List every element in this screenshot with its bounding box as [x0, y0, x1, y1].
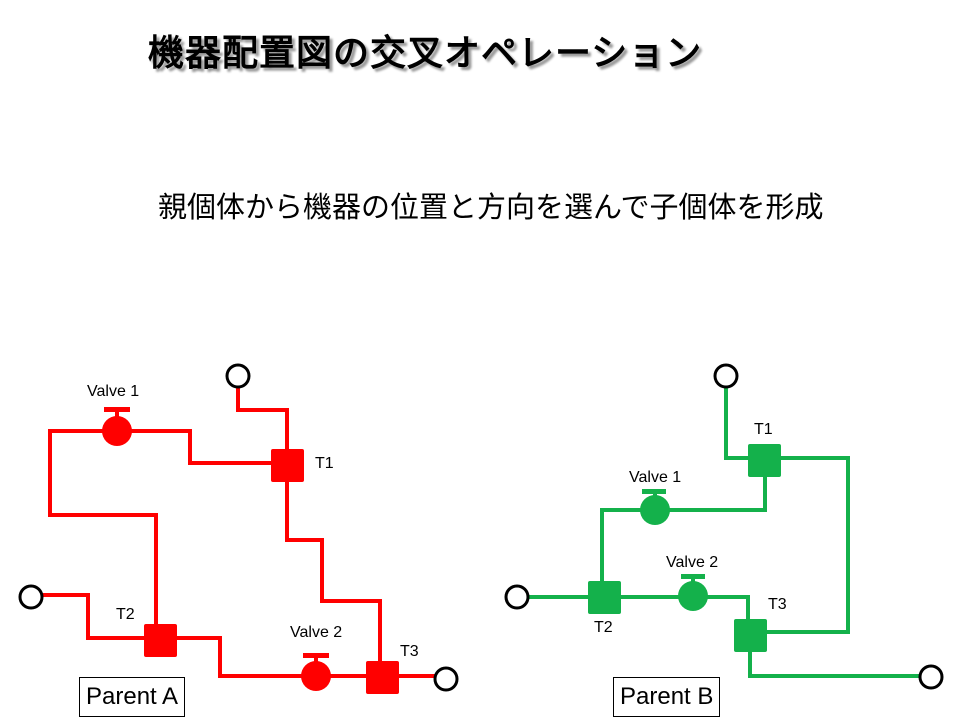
tee-t2-label: T2 — [116, 606, 135, 623]
pipe-t3-to-terminal-right — [748, 635, 920, 678]
tee-t3-label: T3 — [768, 596, 787, 613]
parent-b-label: Parent B — [613, 677, 721, 717]
pipe-valve1-to-t2 — [48, 429, 158, 640]
parent-a-label: Parent A — [79, 677, 186, 717]
slide-subtitle: 親個体から機器の位置と方向を選んで子個体を形成 — [158, 190, 824, 224]
pipe-t1-to-valve1 — [117, 429, 287, 465]
valve-2 — [301, 653, 331, 691]
pipe-t1-to-t3 — [285, 465, 382, 677]
tee-t1-label: T1 — [754, 421, 773, 438]
parent-a-diagram: Valve 1 Valve 2 T1 T2 T3 — [18, 363, 459, 694]
tee-t2-label: T2 — [594, 619, 613, 636]
tee-t2 — [144, 624, 177, 657]
valve-1 — [640, 489, 670, 525]
slide-title: 機器配置図の交叉オペレーション — [148, 33, 703, 74]
terminal-top — [225, 363, 251, 389]
terminal-right — [918, 664, 944, 690]
tee-t3 — [734, 619, 767, 652]
tee-t3-label: T3 — [400, 643, 419, 660]
tee-t1-label: T1 — [315, 455, 334, 472]
tee-t1 — [748, 444, 781, 477]
valve-1 — [102, 407, 132, 446]
tee-t2 — [588, 581, 621, 614]
pipe-valve1-to-t2 — [600, 508, 655, 597]
pipe-t1-to-right-loop — [752, 456, 850, 634]
parent-b-diagram: Valve 1 Valve 2 T1 T2 T3 — [504, 363, 944, 690]
valve-1-label: Valve 1 — [629, 469, 681, 486]
valve-1-label: Valve 1 — [87, 383, 139, 400]
pipe-terminal-left-to-t2 — [42, 593, 160, 640]
terminal-left — [504, 584, 530, 610]
tee-t1 — [271, 449, 304, 482]
pipe-t2-to-valve2 — [160, 636, 316, 678]
pipe-terminal-top-to-t1 — [236, 388, 289, 465]
terminal-right — [433, 666, 459, 692]
terminal-top — [713, 363, 739, 389]
valve-2-label: Valve 2 — [666, 554, 718, 571]
valve-2 — [678, 574, 708, 611]
tee-t3 — [366, 661, 399, 694]
terminal-left — [18, 584, 44, 610]
valve-2-label: Valve 2 — [290, 624, 342, 641]
